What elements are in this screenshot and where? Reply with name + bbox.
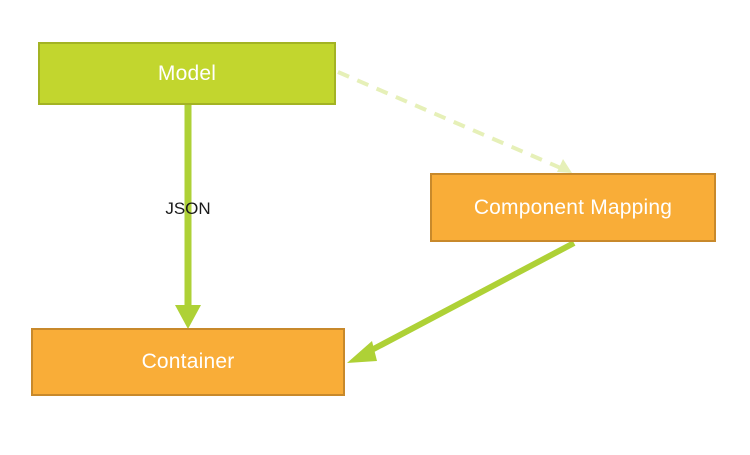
edge-model-to-component-mapping-line (337, 70, 564, 171)
node-container[interactable]: Container (31, 328, 345, 396)
edge-model-to-component-mapping (337, 70, 572, 173)
edge-model-to-component-mapping-arrowhead (557, 159, 572, 173)
edge-component-mapping-to-container-line (364, 240, 576, 356)
edge-component-mapping-to-container (347, 240, 576, 363)
node-container-label: Container (141, 350, 235, 374)
node-component-mapping-label: Component Mapping (473, 195, 673, 219)
node-model[interactable]: Model (38, 42, 336, 105)
edge-component-mapping-to-container-arrowhead (347, 341, 377, 363)
edge-label-json: JSON (165, 199, 211, 218)
edge-model-to-container-arrowhead (175, 305, 201, 329)
node-model-label: Model (157, 61, 217, 85)
node-component-mapping[interactable]: Component Mapping (430, 173, 716, 242)
